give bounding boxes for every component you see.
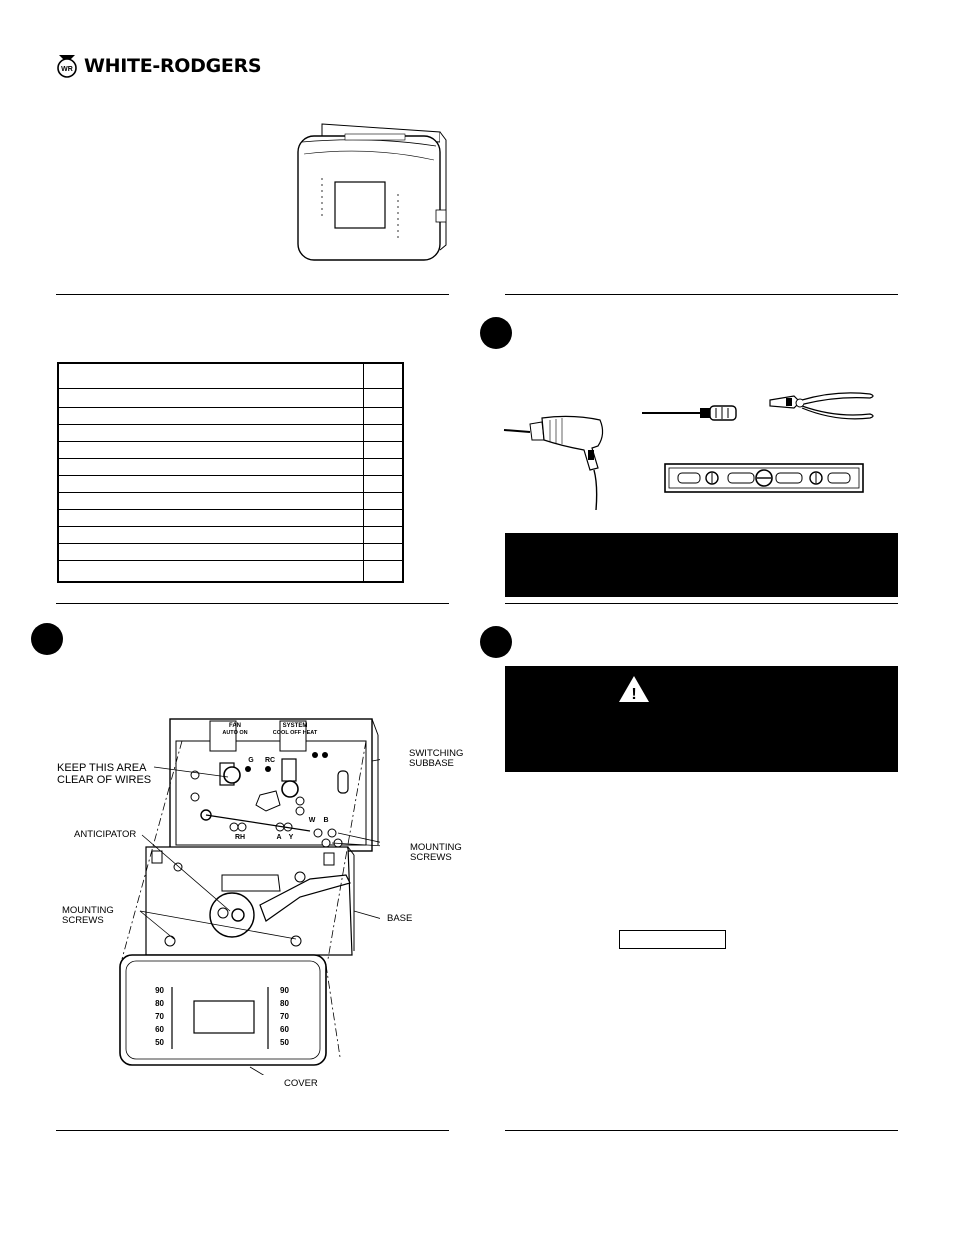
scale-left-label: 70 xyxy=(155,1012,164,1021)
keep-clear-label: KEEP THIS AREA CLEAR OF WIRES xyxy=(57,762,151,786)
mounting-screws-left-line2: SCREWS xyxy=(62,915,104,926)
pliers-icon xyxy=(769,392,874,420)
table-row xyxy=(59,388,402,389)
step-marker xyxy=(480,317,512,349)
subbase-fan-modes: AUTO ON xyxy=(222,730,247,736)
terminal-label: B xyxy=(323,817,328,824)
scale-left-label: 90 xyxy=(155,986,164,995)
terminal-label: RH xyxy=(235,834,245,841)
switching-subbase-label: SWITCHING SUBBASE xyxy=(409,749,463,769)
scale-right-label: 70 xyxy=(280,1012,289,1021)
scale-right-label: 50 xyxy=(280,1038,289,1047)
terminal-label: A xyxy=(276,834,281,841)
scale-right-label: 90 xyxy=(280,986,289,995)
caution-box xyxy=(505,533,898,597)
step-marker xyxy=(31,623,63,655)
mounting-screws-right-label: MOUNTING SCREWS xyxy=(410,843,462,863)
table-column-divider xyxy=(363,364,364,581)
screwdriver-icon xyxy=(642,405,737,421)
table-row xyxy=(59,475,402,476)
brand-name: WHITE-RODGERS xyxy=(84,55,262,77)
warning-triangle-icon: ! xyxy=(619,676,649,703)
scale-left-label: 80 xyxy=(155,999,164,1008)
scale-left-label: 60 xyxy=(155,1025,164,1034)
terminal-label: RC xyxy=(265,757,275,764)
warning-box xyxy=(505,666,898,772)
cover-label: COVER xyxy=(284,1078,318,1089)
divider-right-bottom xyxy=(505,1130,898,1131)
subbase-system-label: SYSTEM xyxy=(283,723,308,729)
scale-right-label: 60 xyxy=(280,1025,289,1034)
divider-left-top xyxy=(56,294,449,295)
divider-right-top xyxy=(505,294,898,295)
mounting-screws-right-line1: MOUNTING xyxy=(410,842,462,853)
keep-clear-line1: KEEP THIS AREA xyxy=(57,762,147,774)
divider-left-bottom xyxy=(56,1130,449,1131)
mounting-screws-left-line1: MOUNTING xyxy=(62,905,114,916)
level-icon xyxy=(664,463,864,493)
step-marker xyxy=(480,626,512,658)
terminal-label: W xyxy=(309,817,316,824)
table-row xyxy=(59,509,402,510)
subbase-system-modes: COOL OFF HEAT xyxy=(273,730,318,736)
installation-diagram: FAN AUTO ON SYSTEM COOL OFF HEAT G RC W … xyxy=(119,718,380,1075)
terminal-label: Y xyxy=(289,834,294,841)
subbase-fan-label: FAN xyxy=(229,723,241,729)
terminal-label: G xyxy=(248,757,254,764)
drill-icon xyxy=(503,415,604,511)
table-row xyxy=(59,560,402,561)
wr-logo-icon: WR xyxy=(57,55,77,78)
table-row xyxy=(59,458,402,459)
anticipator-label: ANTICIPATOR xyxy=(74,829,137,840)
table-row xyxy=(59,441,402,442)
brand-logo: WR WHITE-RODGERS xyxy=(56,54,262,78)
base-label: BASE xyxy=(387,913,413,924)
value-box xyxy=(619,930,726,949)
thermostat-illustration xyxy=(297,123,447,261)
table-row xyxy=(59,407,402,408)
table-row xyxy=(59,424,402,425)
mounting-screws-right-line2: SCREWS xyxy=(410,852,452,863)
scale-left-label: 50 xyxy=(155,1038,164,1047)
specification-table xyxy=(57,362,404,583)
keep-clear-line2: CLEAR OF WIRES xyxy=(57,774,152,786)
svg-text:WR: WR xyxy=(61,66,73,73)
mounting-screws-left-label: MOUNTING SCREWS xyxy=(62,906,114,926)
divider-left-mid xyxy=(56,603,449,604)
table-row xyxy=(59,492,402,493)
divider-right-mid xyxy=(505,603,898,604)
table-row xyxy=(59,526,402,527)
warning-symbol: ! xyxy=(631,686,636,703)
table-row xyxy=(59,543,402,544)
switching-subbase-line1: SWITCHING xyxy=(409,748,464,759)
switching-subbase-line2: SUBBASE xyxy=(409,758,454,769)
scale-right-label: 80 xyxy=(280,999,289,1008)
